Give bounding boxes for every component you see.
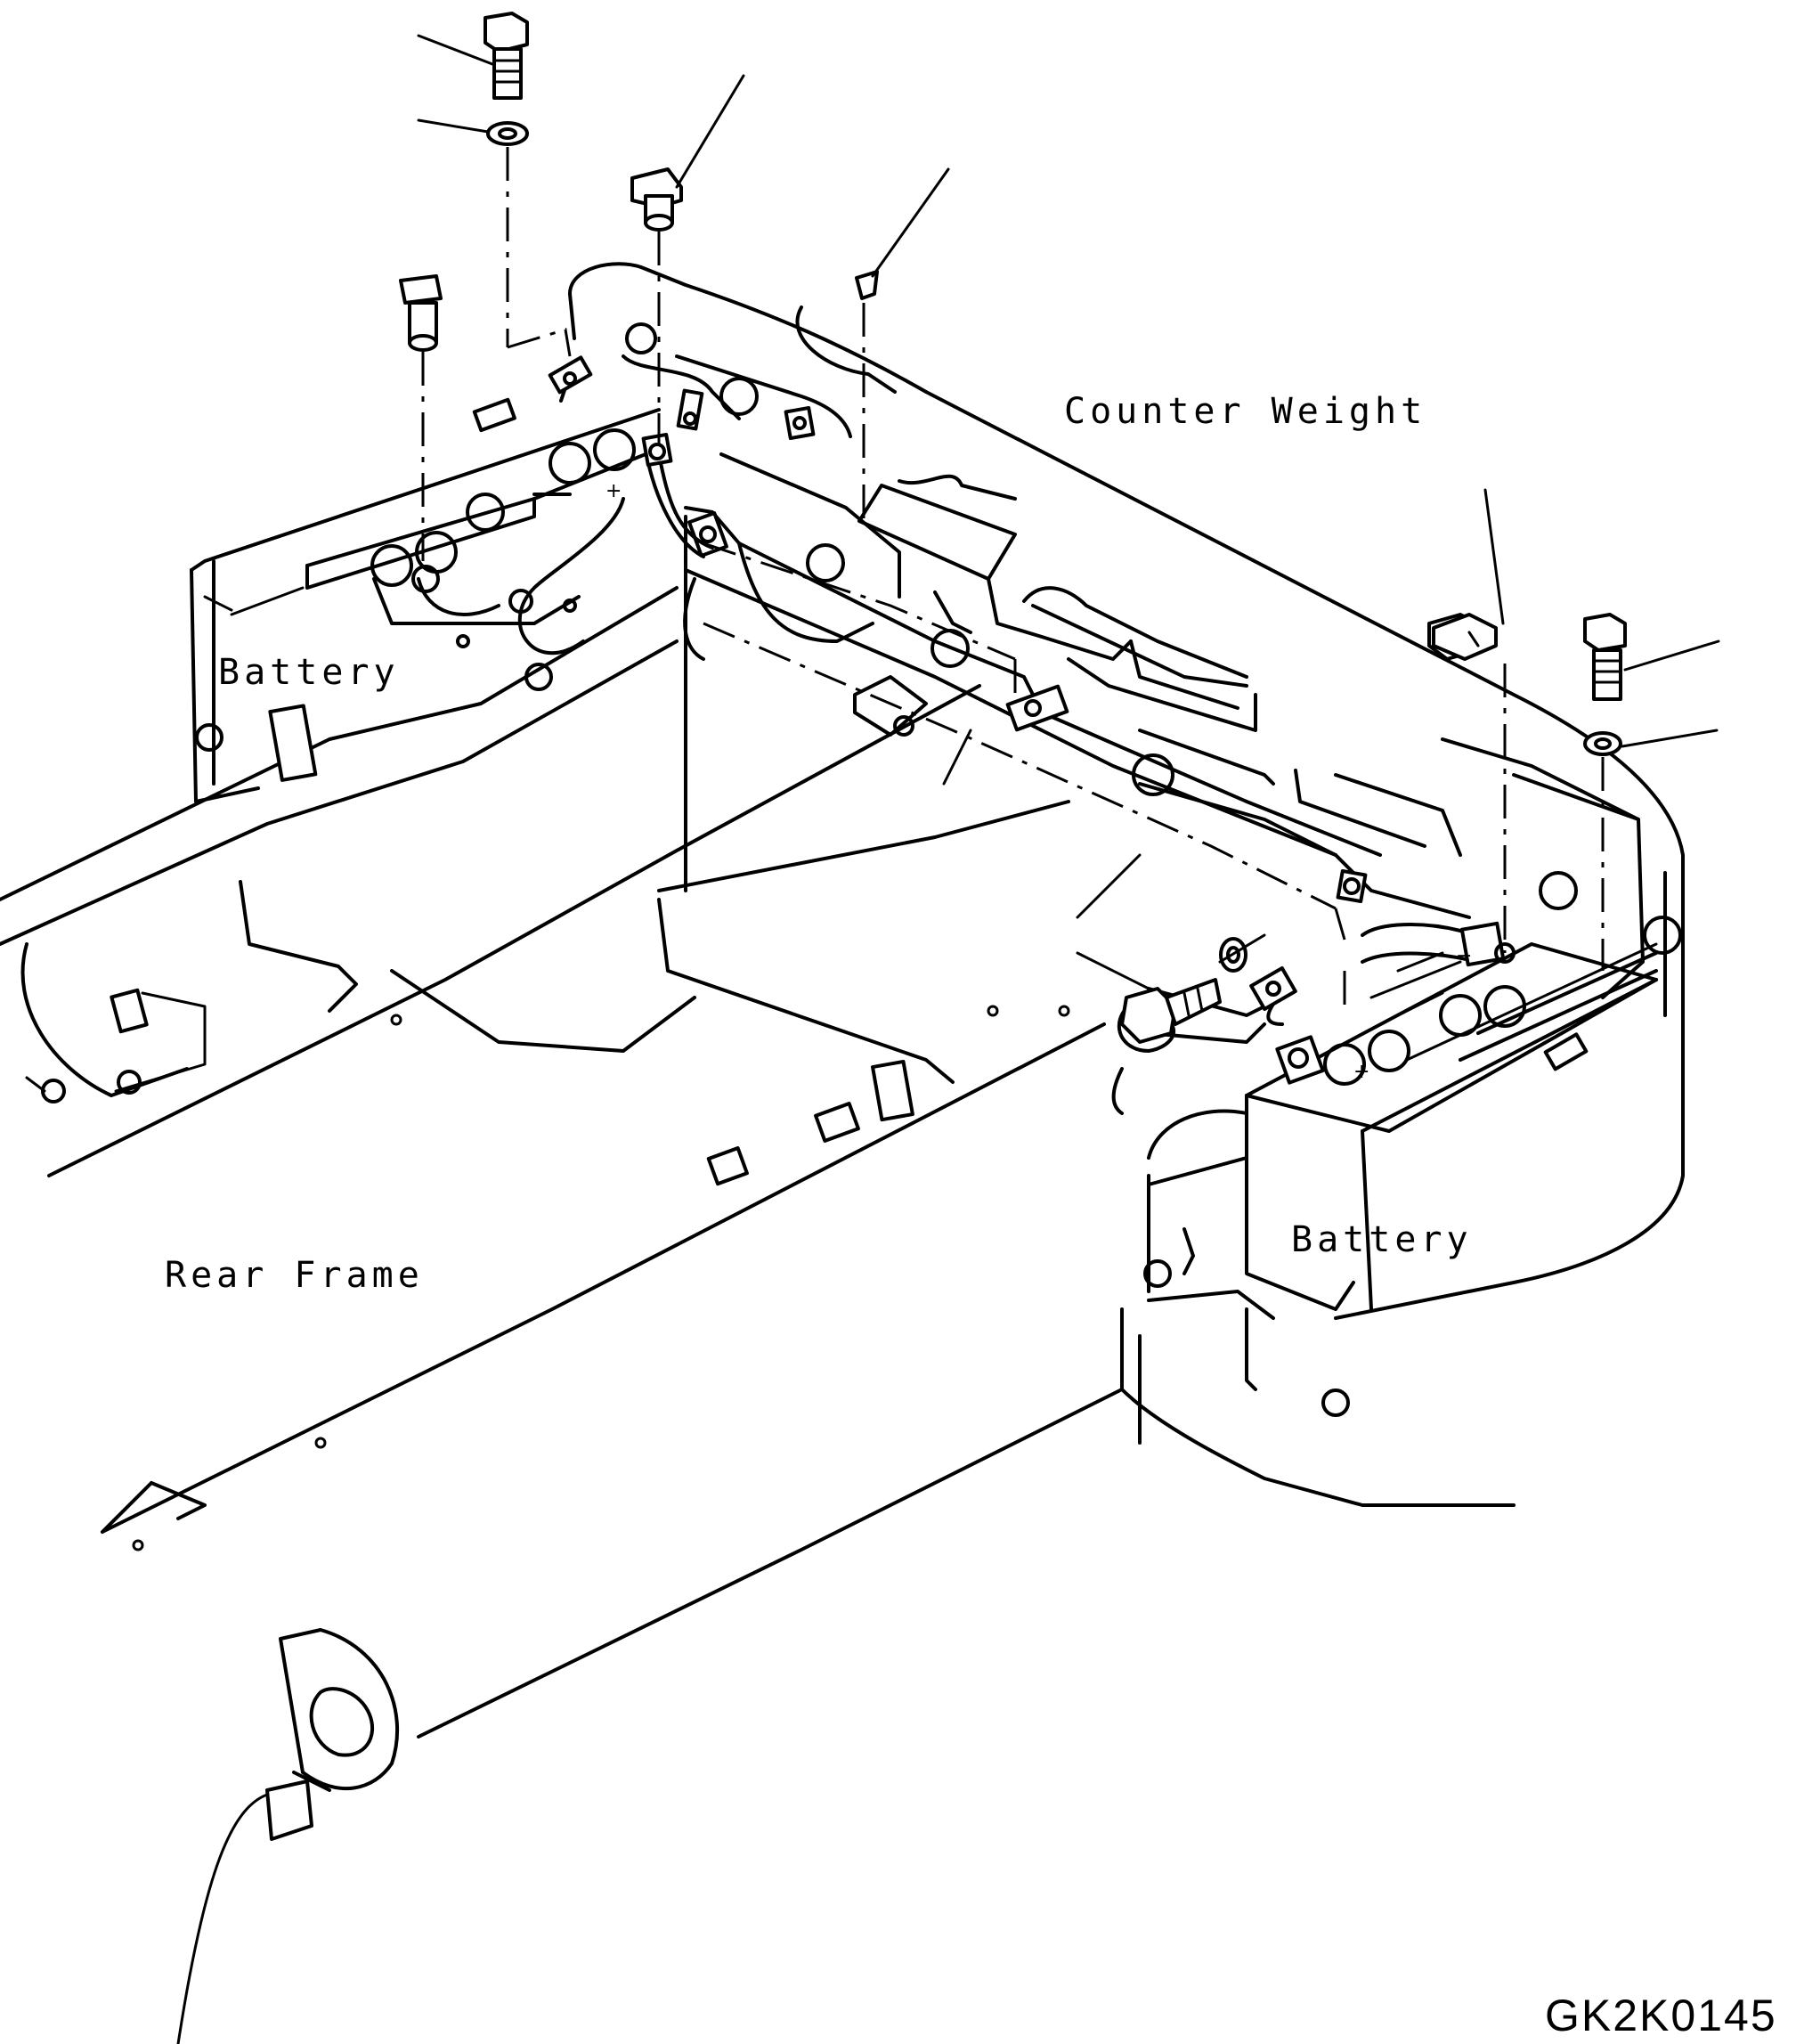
label-counter-weight: Counter Weight	[1064, 391, 1426, 432]
cable-clip	[855, 270, 879, 300]
bolt-right	[1583, 613, 1627, 701]
label-battery-right: Battery	[1291, 1219, 1473, 1260]
bolt-top-left	[484, 12, 529, 100]
leader-lines	[25, 34, 1720, 1093]
label-rear-frame: Rear Frame	[165, 1255, 424, 1296]
washer-top-left	[486, 121, 529, 146]
terminal-cap-center	[630, 167, 683, 232]
battery-left: +	[190, 355, 670, 803]
center-bolt	[1120, 978, 1222, 1044]
exploded-parts	[399, 12, 1627, 756]
svg-text:+: +	[605, 480, 622, 502]
label-battery-left: Battery	[218, 652, 400, 693]
rear-frame	[0, 586, 1124, 2044]
washer-right	[1583, 731, 1622, 756]
svg-text:+: +	[1353, 1061, 1369, 1083]
counter-weight: Counter Weight	[568, 262, 1685, 1320]
harness	[641, 388, 1516, 1115]
terminal-cap-right	[1427, 613, 1498, 661]
battery-right: + − Battery	[1120, 942, 1658, 1507]
drawing-code: GK2K0145	[1545, 1991, 1777, 2040]
terminal-cap-left	[399, 274, 443, 352]
assembly-lines	[421, 147, 1605, 1015]
